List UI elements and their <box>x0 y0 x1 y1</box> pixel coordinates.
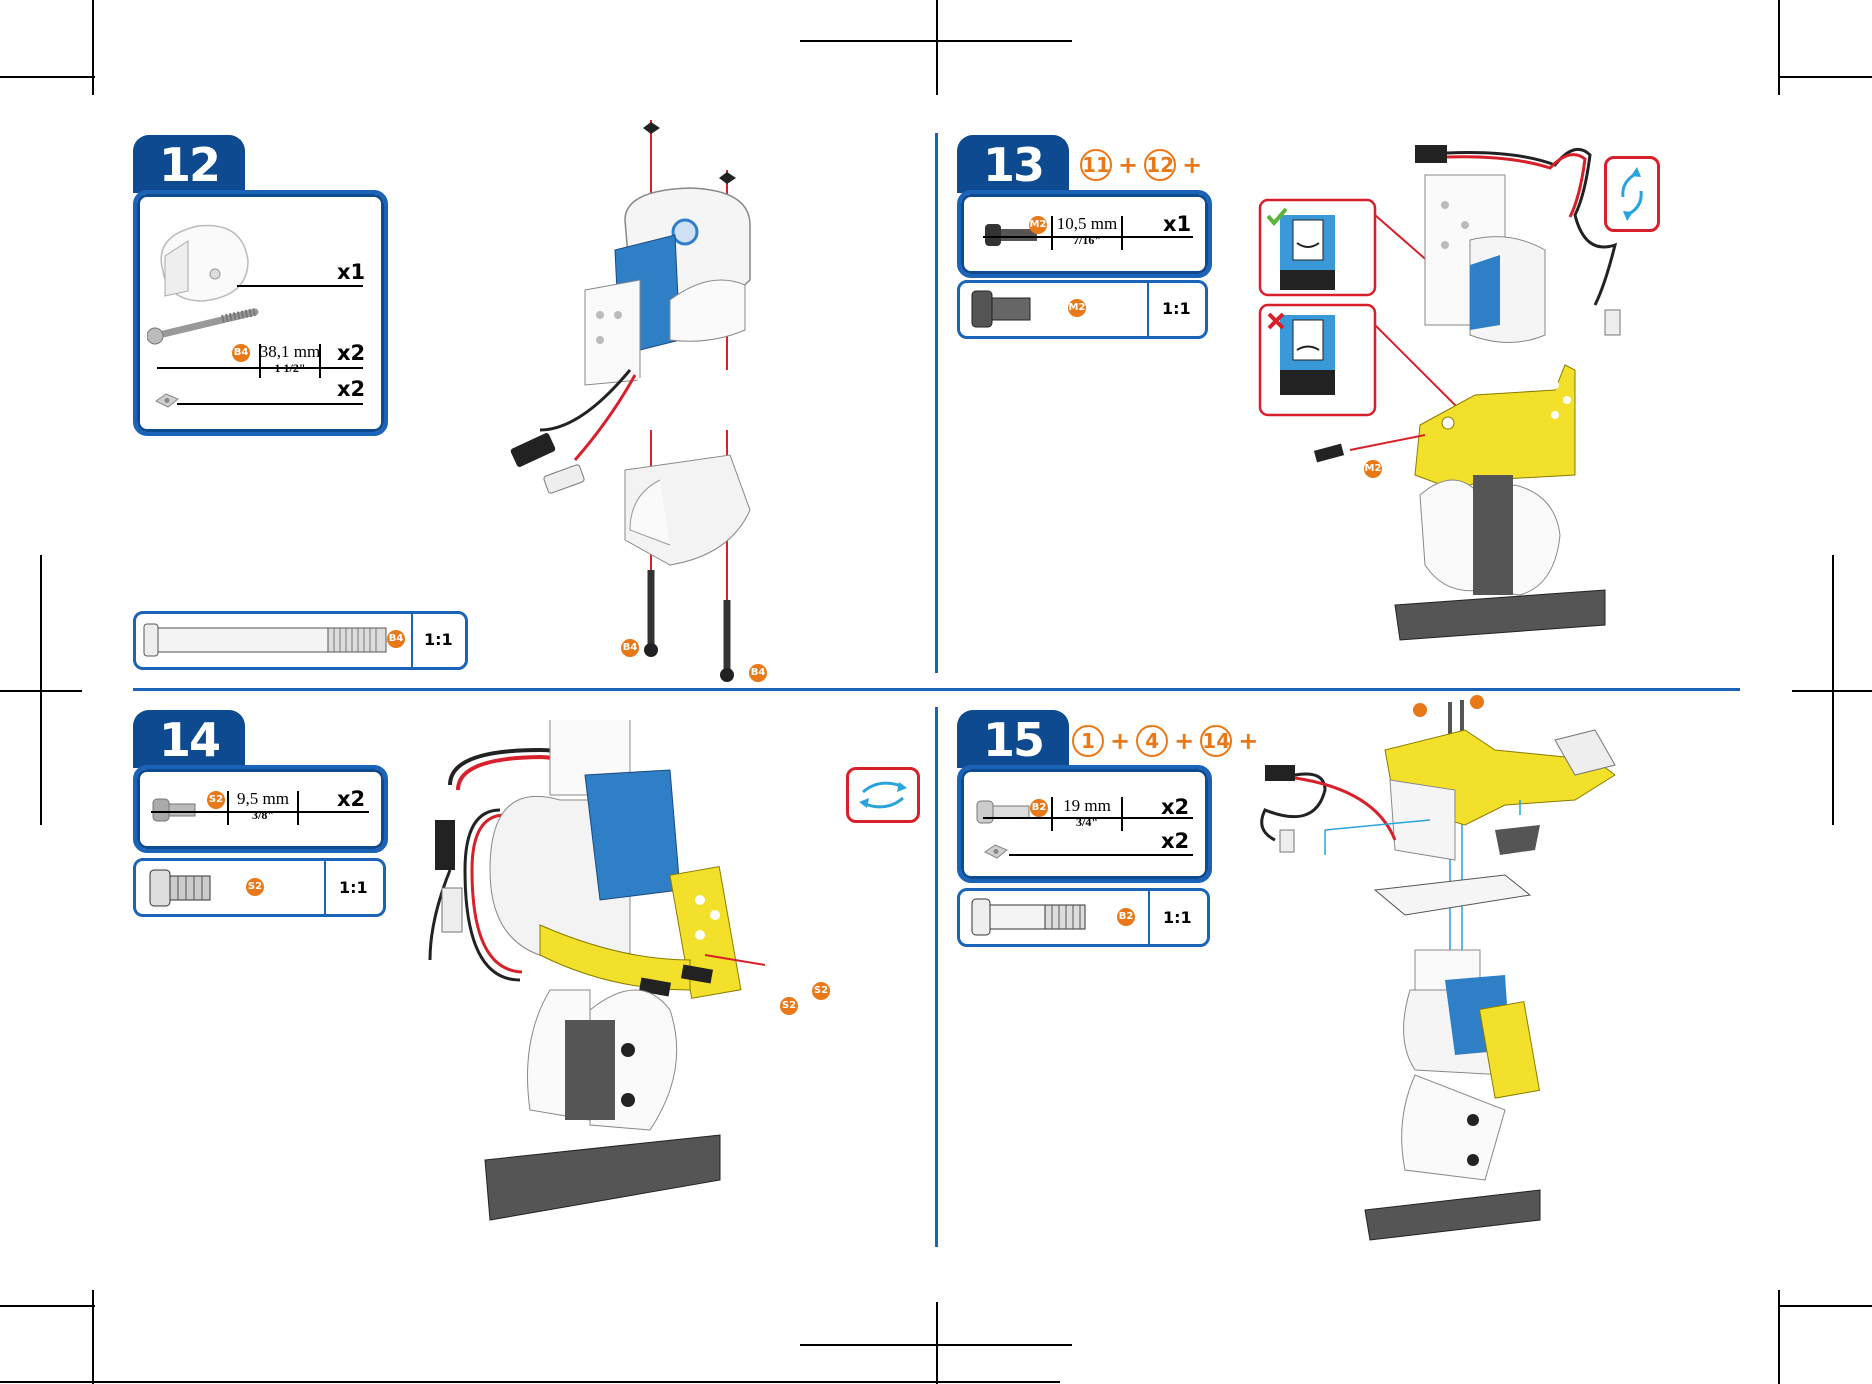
crop-mark <box>1778 0 1780 95</box>
registration-mark <box>40 555 42 825</box>
qty-label: x1 <box>1163 212 1191 236</box>
nut-illustration <box>983 842 1009 862</box>
part-badge: B2 <box>1117 908 1135 926</box>
parts-box: S2 9,5 mm 3/8" x2 <box>133 765 388 853</box>
part-badge: M2 <box>1029 216 1047 234</box>
crop-mark <box>92 1290 94 1384</box>
crop-mark <box>0 76 95 78</box>
scale-box: B4 1:1 <box>133 611 468 670</box>
scale-ratio: 1:1 <box>424 630 453 649</box>
size-inch: 7/16" <box>1049 232 1125 248</box>
correct-check-icon <box>1266 206 1288 226</box>
step15-assembly-illustration <box>1255 690 1655 1250</box>
step13-assembly-illustration <box>1255 135 1655 655</box>
part-badge: B2 <box>1030 799 1048 817</box>
size-mm: 19 mm <box>1063 796 1111 815</box>
bottom-rule <box>0 1381 1060 1383</box>
callout-badge: B4 <box>621 639 639 657</box>
parts-box: x1 B4 38,1 mm 1 1/2" x2 x2 <box>133 190 388 436</box>
callout-badge: S2 <box>812 982 830 1000</box>
size-inch: 3/8" <box>225 807 301 823</box>
screw-scale-illustration <box>970 289 1040 329</box>
rotate-box <box>846 767 920 823</box>
scale-box: S2 1:1 <box>133 858 386 917</box>
qty-label: x2 <box>1161 795 1189 819</box>
size-mm: 9,5 mm <box>237 789 289 808</box>
screw-scale-illustration <box>148 868 218 908</box>
qty-label: x1 <box>337 260 365 284</box>
part-badge: S2 <box>246 878 264 896</box>
rotate-icon <box>1617 167 1647 221</box>
bolt-illustration <box>975 795 1035 831</box>
qty-label: x2 <box>1161 829 1189 853</box>
part-badge: S2 <box>207 791 225 809</box>
part-badge: B4 <box>387 630 405 648</box>
nut-illustration <box>154 391 180 411</box>
wrong-cross-icon <box>1266 311 1286 331</box>
parts-box: M2 10,5 mm 7/16" x1 <box>957 190 1212 278</box>
crop-mark <box>1778 1290 1780 1384</box>
sequence-step: 14 <box>1200 725 1232 757</box>
bolt-scale-illustration <box>970 897 1090 937</box>
divider-vertical-top <box>935 133 938 673</box>
step-number: 15 <box>957 710 1069 768</box>
callout-badge: M2 <box>1364 460 1382 478</box>
registration-mark <box>936 0 938 95</box>
crop-mark <box>0 1305 95 1307</box>
step12-assembly-illustration <box>500 110 760 690</box>
registration-mark <box>1832 555 1834 825</box>
sequence-step: 11 <box>1080 149 1112 181</box>
crop-mark <box>92 0 94 95</box>
qty-label: x2 <box>337 787 365 811</box>
scale-ratio: 1:1 <box>339 878 368 897</box>
size-inch: 1 1/2" <box>257 360 323 376</box>
bolt-scale-illustration <box>142 620 392 660</box>
step14-assembly-illustration <box>390 720 840 1240</box>
part-badge: B4 <box>232 344 250 362</box>
callout-badge: S2 <box>780 997 798 1015</box>
rotate-icon <box>855 776 911 814</box>
scale-box: M2 1:1 <box>957 280 1208 339</box>
callout-badge: B4 <box>749 664 767 682</box>
divider-vertical-bottom <box>935 707 938 1247</box>
sequence-step: 12 <box>1144 149 1176 181</box>
size-mm: 10,5 mm <box>1057 214 1117 233</box>
scale-box: B2 1:1 <box>957 888 1210 947</box>
size-mm: 38,1 mm <box>260 342 320 361</box>
step-sequence: 11 + 12 + <box>1080 149 1208 181</box>
size-inch: 3/4" <box>1049 814 1125 830</box>
part-badge: M2 <box>1068 299 1086 317</box>
registration-mark <box>936 1302 938 1384</box>
qty-label: x2 <box>337 341 365 365</box>
parts-box: B2 19 mm 3/4" x2 x2 <box>957 765 1212 883</box>
step-number: 12 <box>133 135 245 193</box>
sequence-step: 1 <box>1072 725 1104 757</box>
bolt-illustration <box>147 306 267 346</box>
scale-ratio: 1:1 <box>1162 299 1191 318</box>
step-number: 13 <box>957 135 1069 193</box>
step-number: 14 <box>133 710 245 768</box>
scale-ratio: 1:1 <box>1163 908 1192 927</box>
crop-mark <box>1778 1305 1872 1307</box>
qty-label: x2 <box>337 377 365 401</box>
step-sequence: 1 + 4 + 14 + <box>1072 725 1264 757</box>
rotate-box <box>1604 156 1660 232</box>
sequence-step: 4 <box>1136 725 1168 757</box>
crop-mark <box>1778 76 1872 78</box>
screw-illustration <box>151 791 211 827</box>
housing-part-illustration <box>143 216 253 306</box>
